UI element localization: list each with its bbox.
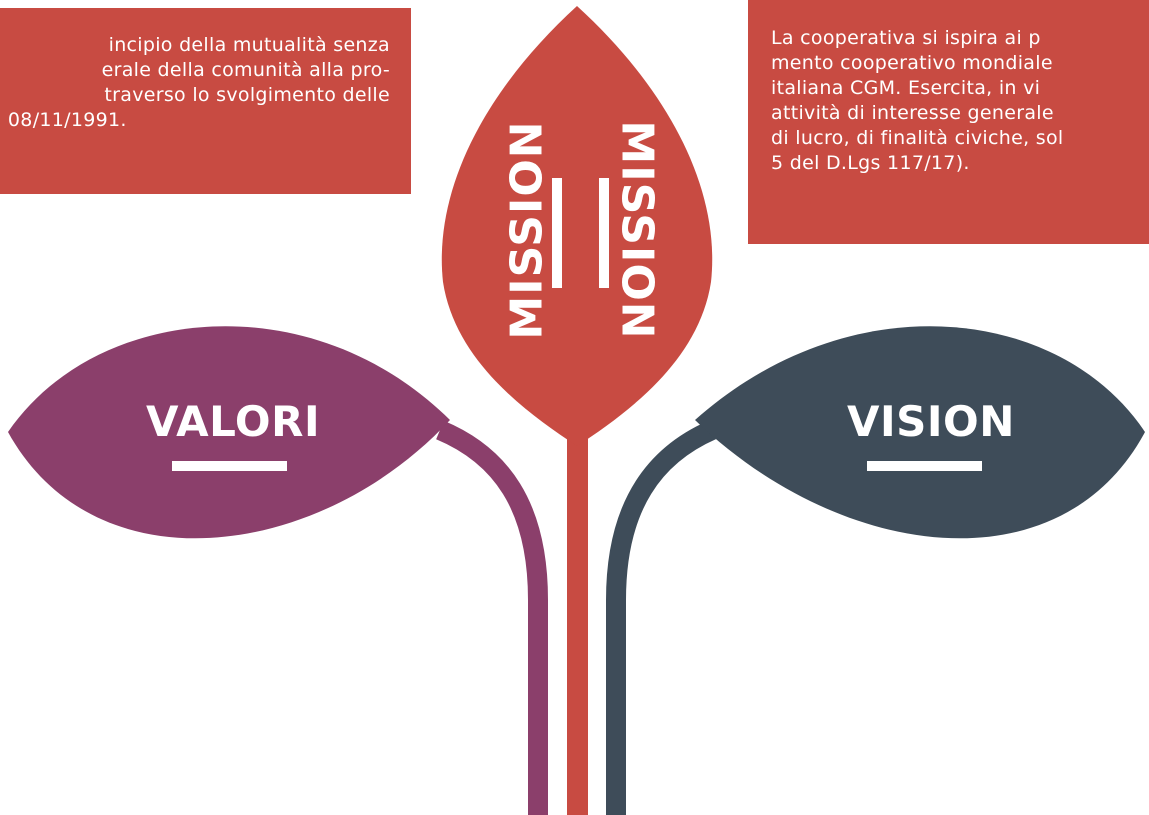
left-text-line: erale della comunità alla pro-	[101, 59, 390, 81]
right-text-line: attività di interesse generale	[771, 102, 1054, 124]
left-text-line: l 08/11/1991.	[0, 109, 127, 131]
mission-leaf	[441, 6, 713, 446]
right-text-box: La cooperativa si ispira ai p mento coop…	[748, 0, 1149, 244]
vision-underline	[867, 461, 982, 471]
left-text-line: traverso lo svolgimento delle	[104, 84, 390, 106]
valori-underline	[172, 461, 287, 471]
right-text-line: La cooperativa si ispira ai p	[771, 27, 1041, 49]
mission-bar-right	[599, 178, 609, 288]
vision-leaf	[695, 326, 1145, 539]
vision-stem	[606, 420, 717, 815]
left-text-box: incipio della mutualità senza erale dell…	[0, 8, 411, 194]
valori-leaf	[8, 326, 450, 539]
mission-title-mirrored: MISSION	[611, 120, 663, 340]
valori-stem	[436, 420, 548, 815]
vision-title: VISION	[847, 397, 1015, 446]
right-text-line: di lucro, di finalità civiche, sol	[771, 127, 1064, 149]
mission-stem	[567, 420, 588, 815]
right-text-line: italiana CGM. Esercita, in vi	[771, 77, 1041, 99]
right-text-line: mento cooperativo mondiale	[771, 52, 1053, 74]
left-text-box-bg	[0, 8, 411, 194]
mission-bar-left	[552, 178, 562, 288]
valori-title: VALORI	[146, 397, 321, 446]
mission-title: MISSION	[501, 120, 553, 340]
right-text-box-bg	[748, 0, 1149, 244]
right-text-line: 5 del D.Lgs 117/17).	[771, 152, 970, 174]
left-text-line: incipio della mutualità senza	[108, 34, 390, 56]
